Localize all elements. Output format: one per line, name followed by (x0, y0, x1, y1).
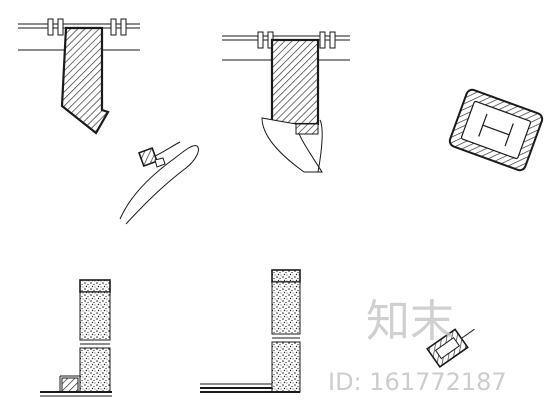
wall-skirting-right-detail (200, 269, 301, 393)
corner-trim-detail (426, 328, 475, 368)
curtain-box-angled-detail (18, 18, 140, 135)
watermark-id: ID: 161772187 (328, 368, 507, 396)
watermark: 知末 ID: 161772187 (328, 296, 507, 396)
curtain-box-curved-detail (222, 31, 350, 173)
steel-beam-casing-detail (448, 88, 544, 172)
watermark-brand: 知末 (366, 296, 454, 347)
handrail-profile-detail (119, 141, 199, 225)
wall-skirting-left-detail (40, 279, 112, 397)
